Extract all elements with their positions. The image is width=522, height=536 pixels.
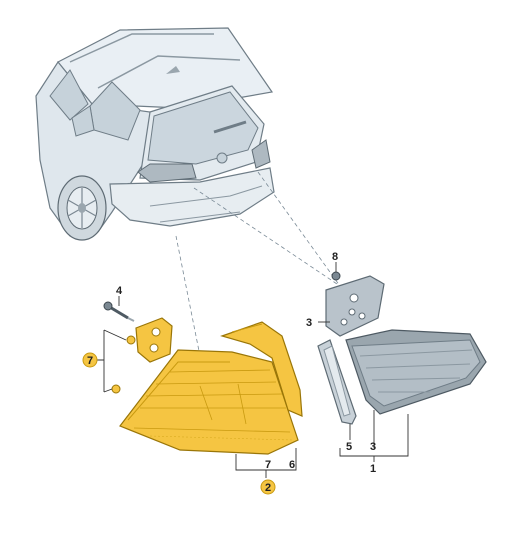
callout-3-lower: 3: [370, 441, 376, 453]
part-inner-tail-light: [345, 329, 487, 415]
callout-5: 5: [346, 441, 352, 453]
car-illustration: [35, 27, 275, 241]
part-gasket: [135, 317, 173, 363]
part-small-nut: [331, 271, 341, 281]
part-reflector-strip: [220, 321, 303, 417]
callout-7-bottom: 7: [265, 459, 271, 471]
callout-4: 4: [116, 285, 123, 297]
callout-3-upper: 3: [306, 317, 312, 329]
callout-2: 2: [265, 482, 271, 494]
callout-7-left-badge: [82, 352, 98, 368]
dashed-leaders: [175, 171, 341, 357]
callout-6: 6: [289, 459, 295, 471]
callouts: 4 7 7 6 2 8 3 5 3 1: [82, 251, 376, 495]
part-screw: [103, 301, 135, 322]
part-mounting-plate: [325, 275, 385, 337]
part-seal-frame: [317, 339, 357, 425]
callout-2-badge: [260, 479, 276, 495]
callout-1: 1: [370, 463, 376, 475]
part-outer-tail-light: [119, 349, 299, 455]
callout-8: 8: [332, 251, 338, 263]
part-nuts: [111, 335, 136, 394]
leader-lines: [96, 262, 409, 478]
callout-7-left: 7: [87, 355, 93, 367]
